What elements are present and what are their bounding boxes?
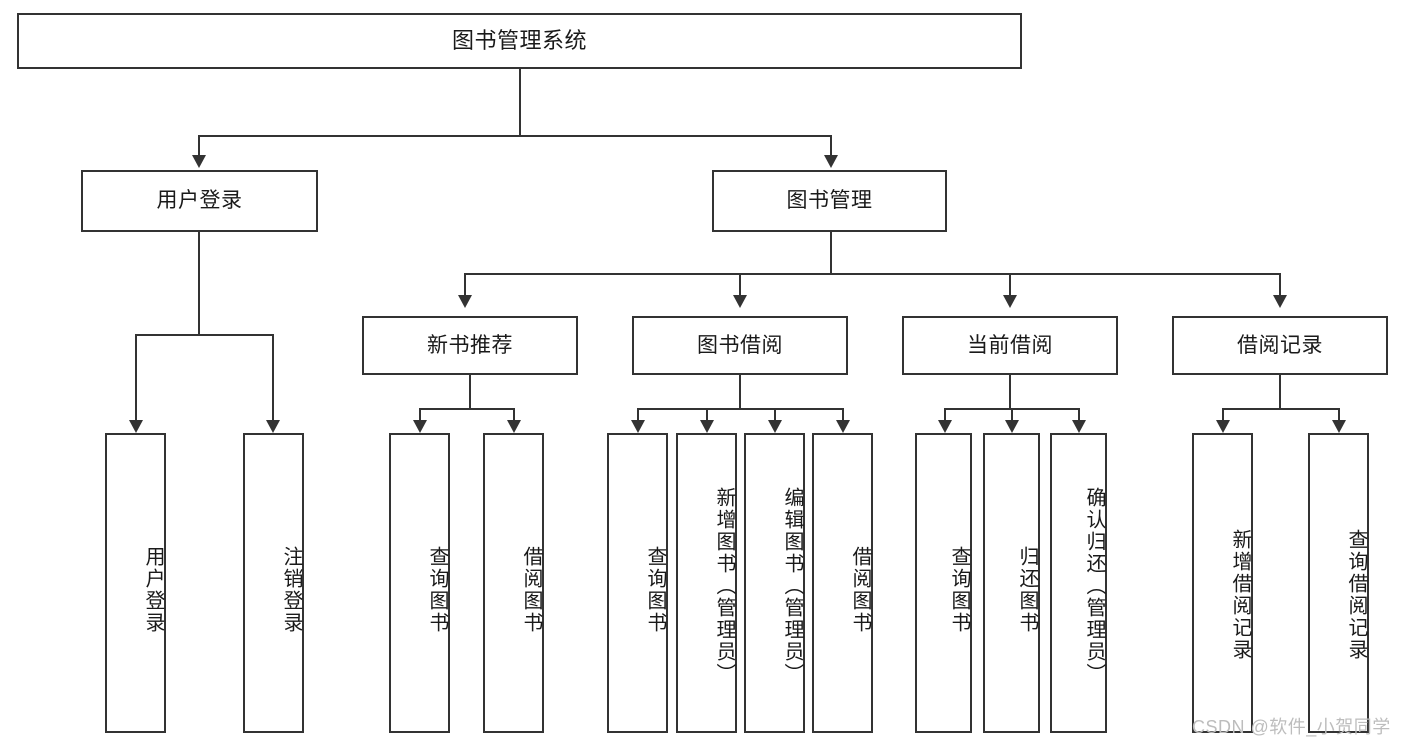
leaf-borrow-record-add[interactable]: 新增借阅记录 <box>1192 433 1253 733</box>
leaf-book-borrow-edit[interactable]: 编辑图书（管理员） <box>744 433 805 733</box>
edge-user-login-stem <box>198 232 200 335</box>
edge-level2-bus <box>198 135 832 137</box>
node-new-book-recommend[interactable]: 新书推荐 <box>362 316 578 375</box>
leaf-user-login-logout[interactable]: 注销登录 <box>243 433 304 733</box>
leaf-book-borrow-query[interactable]: 查询图书 <box>607 433 668 733</box>
arrow-leaf-bb-1 <box>700 420 714 433</box>
arrow-book-management <box>824 155 838 168</box>
arrow-borrow-record <box>1273 295 1287 308</box>
node-book-management[interactable]: 图书管理 <box>712 170 947 232</box>
arrow-leaf-cb-0 <box>938 420 952 433</box>
edge-drop-leaf-cb-2 <box>1078 408 1080 422</box>
edge-drop-leaf-cb-1 <box>1011 408 1013 422</box>
edge-book-management-stem <box>830 232 832 274</box>
edge-drop-leaf-bb-2 <box>774 408 776 422</box>
edge-drop-new-book-recommend <box>464 273 466 296</box>
arrow-leaf-nbr-0 <box>413 420 427 433</box>
edge-drop-leaf-nbr-1 <box>513 408 515 422</box>
node-book-borrow[interactable]: 图书借阅 <box>632 316 848 375</box>
arrow-new-book-recommend <box>458 295 472 308</box>
edge-drop-leaf-br-1 <box>1338 408 1340 422</box>
leaf-new-book-recommend-borrow[interactable]: 借阅图书 <box>483 433 544 733</box>
edge-current-borrow-stem <box>1009 375 1011 409</box>
edge-drop-leaf-bb-3 <box>842 408 844 422</box>
arrow-leaf-cb-1 <box>1005 420 1019 433</box>
edge-drop-leaf-bb-1 <box>706 408 708 422</box>
edge-book-borrow-bus <box>637 408 843 410</box>
edge-borrow-record-stem <box>1279 375 1281 409</box>
edge-drop-leaf-user-login-0 <box>135 334 137 422</box>
arrow-leaf-user-login-0 <box>129 420 143 433</box>
arrow-book-borrow <box>733 295 747 308</box>
leaf-user-login-login[interactable]: 用户登录 <box>105 433 166 733</box>
edge-drop-leaf-br-0 <box>1222 408 1224 422</box>
edge-new-book-recommend-stem <box>469 375 471 409</box>
arrow-leaf-br-1 <box>1332 420 1346 433</box>
arrow-user-login <box>192 155 206 168</box>
edge-drop-book-management <box>830 135 832 156</box>
edge-borrow-record-bus <box>1222 408 1339 410</box>
edge-root-stem <box>519 69 521 136</box>
arrow-leaf-user-login-1 <box>266 420 280 433</box>
edge-drop-leaf-cb-0 <box>944 408 946 422</box>
edge-drop-leaf-bb-0 <box>637 408 639 422</box>
node-user-login[interactable]: 用户登录 <box>81 170 318 232</box>
arrow-leaf-br-0 <box>1216 420 1230 433</box>
edge-user-login-bus <box>135 334 274 336</box>
arrow-leaf-bb-0 <box>631 420 645 433</box>
node-borrow-record[interactable]: 借阅记录 <box>1172 316 1388 375</box>
edge-drop-leaf-nbr-0 <box>419 408 421 422</box>
arrow-leaf-cb-2 <box>1072 420 1086 433</box>
leaf-current-borrow-query[interactable]: 查询图书 <box>915 433 972 733</box>
arrow-leaf-bb-3 <box>836 420 850 433</box>
edge-new-book-recommend-bus <box>419 408 514 410</box>
edge-level3-bus <box>464 273 1280 275</box>
leaf-current-borrow-confirm-return[interactable]: 确认归还（管理员） <box>1050 433 1107 733</box>
leaf-new-book-recommend-query[interactable]: 查询图书 <box>389 433 450 733</box>
arrow-current-borrow <box>1003 295 1017 308</box>
edge-drop-leaf-user-login-1 <box>272 334 274 422</box>
edge-drop-book-borrow <box>739 273 741 296</box>
edge-book-borrow-stem <box>739 375 741 409</box>
leaf-current-borrow-return[interactable]: 归还图书 <box>983 433 1040 733</box>
leaf-book-borrow-add[interactable]: 新增图书（管理员） <box>676 433 737 733</box>
leaf-borrow-record-query[interactable]: 查询借阅记录 <box>1308 433 1369 733</box>
node-current-borrow[interactable]: 当前借阅 <box>902 316 1118 375</box>
edge-drop-current-borrow <box>1009 273 1011 296</box>
leaf-book-borrow-borrow[interactable]: 借阅图书 <box>812 433 873 733</box>
edge-drop-user-login <box>198 135 200 156</box>
edge-drop-borrow-record <box>1279 273 1281 296</box>
node-root-book-management-system[interactable]: 图书管理系统 <box>17 13 1022 69</box>
arrow-leaf-nbr-1 <box>507 420 521 433</box>
arrow-leaf-bb-2 <box>768 420 782 433</box>
